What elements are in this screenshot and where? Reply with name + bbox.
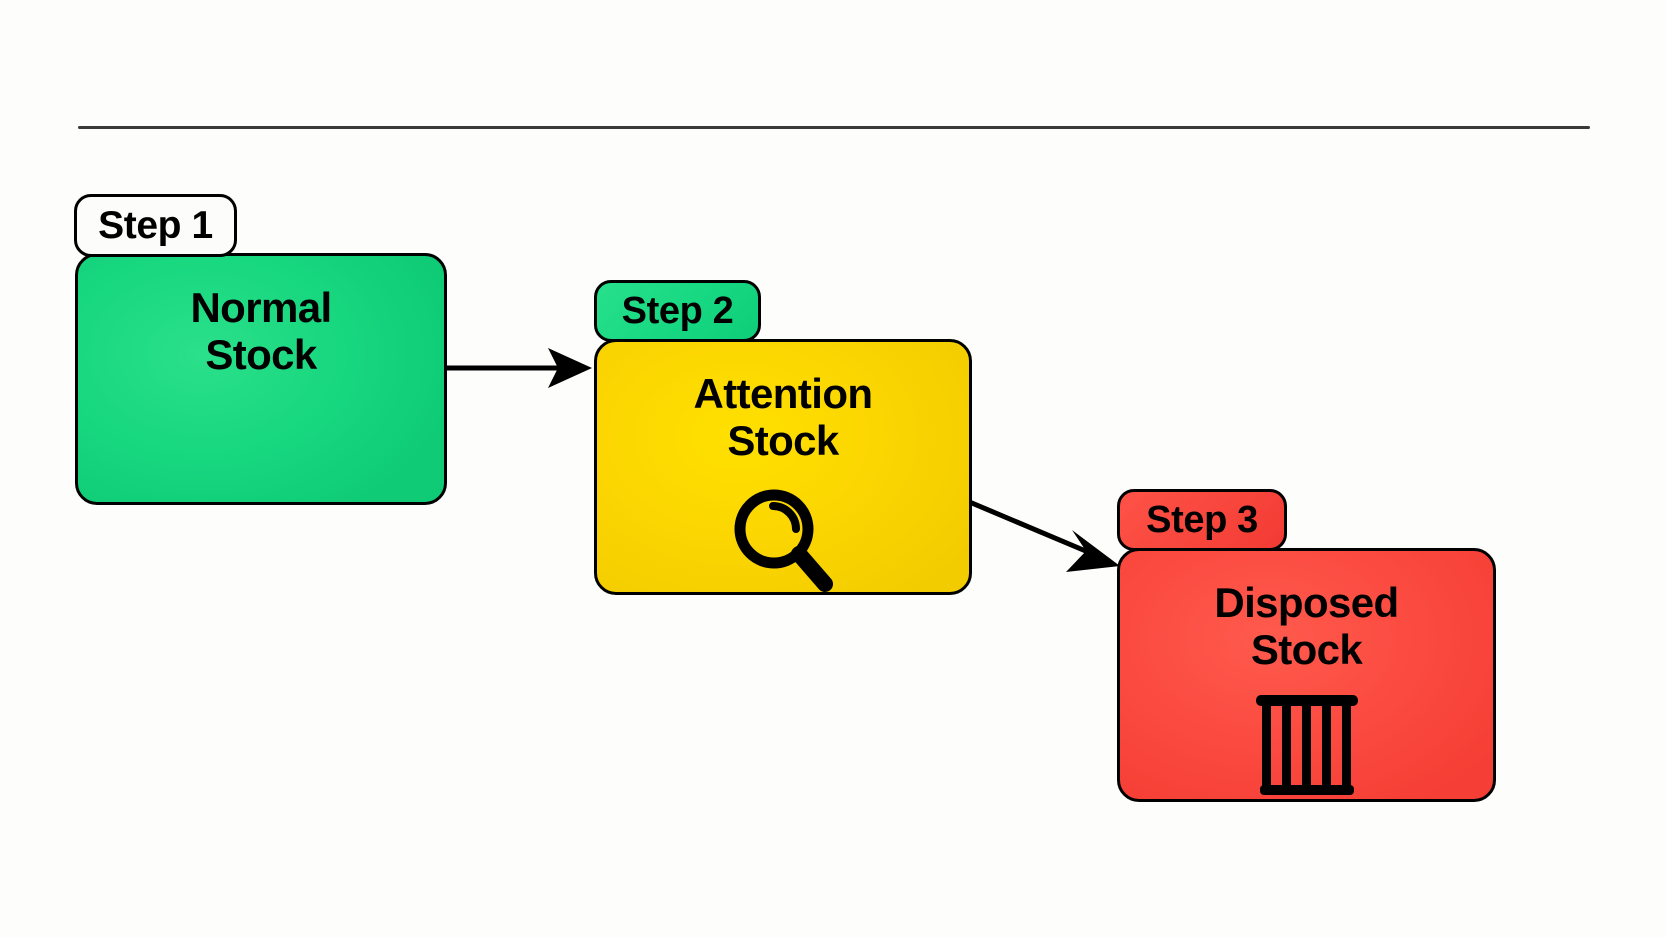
- step-card-disposed-stock[interactable]: Disposed Stock: [1117, 548, 1496, 802]
- step-badge-3[interactable]: Step 3: [1117, 489, 1287, 551]
- trash-can-icon: [1255, 695, 1358, 795]
- step-badge-2[interactable]: Step 2: [594, 280, 761, 342]
- trash-can-icon-wrap: [1120, 693, 1493, 797]
- step-card-title-2: Attention Stock: [693, 370, 873, 465]
- magnifying-glass-icon-wrap: [597, 484, 969, 592]
- step-card-normal-stock[interactable]: Normal Stock: [75, 253, 447, 505]
- magnifying-glass-icon: [734, 489, 833, 592]
- step-card-title-1: Normal Stock: [190, 284, 332, 379]
- step-badge-1[interactable]: Step 1: [74, 194, 237, 257]
- arrow-step2-to-step3: [959, 495, 1120, 572]
- top-divider-rule: [78, 126, 1590, 129]
- step-card-title-3: Disposed Stock: [1214, 579, 1399, 674]
- step-card-attention-stock[interactable]: Attention Stock: [594, 339, 972, 595]
- arrow-step1-to-step2: [440, 348, 592, 388]
